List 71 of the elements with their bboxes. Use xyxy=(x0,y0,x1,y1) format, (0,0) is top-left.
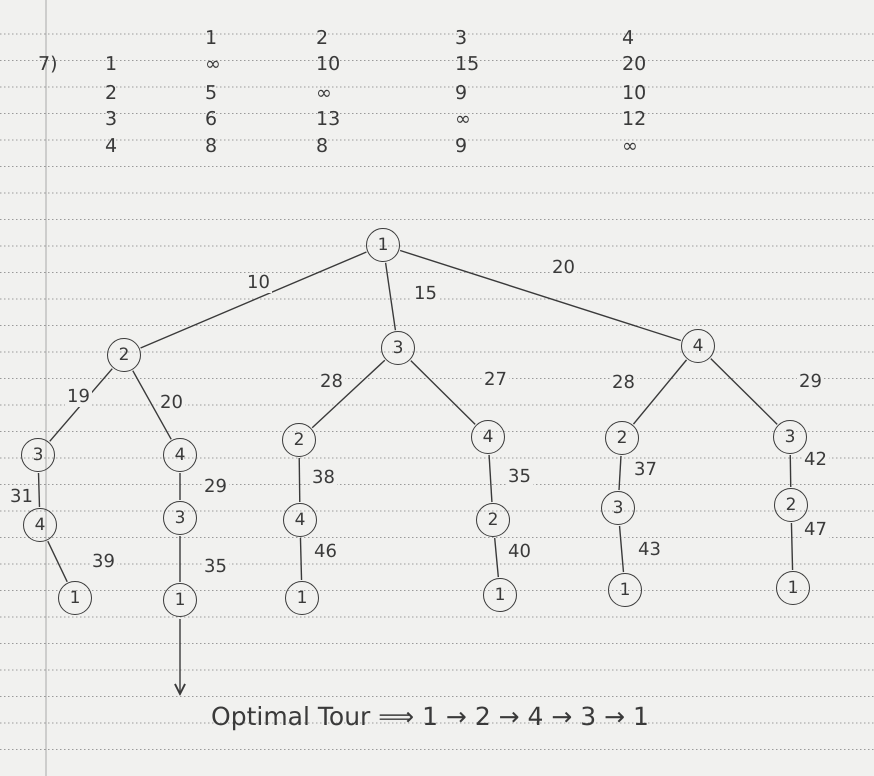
tree-node-circle: 1 xyxy=(58,581,92,615)
table-value: 5 xyxy=(205,84,218,103)
tree-node-circle: 1 xyxy=(285,581,319,615)
tree-node-circle: 3 xyxy=(381,331,415,365)
table-value: 3 xyxy=(105,110,118,129)
result-text: Optimal Tour ⟹ 1 → 2 → 4 → 3 → 1 xyxy=(110,696,750,736)
tree-edge xyxy=(384,262,396,330)
edge-label: 38 xyxy=(310,468,337,488)
table-value: 4 xyxy=(622,29,634,48)
question-number: 7) xyxy=(38,55,58,74)
table-value: 10 xyxy=(622,84,646,103)
tree-node-circle: 4 xyxy=(471,420,505,454)
tree-edge xyxy=(790,455,792,487)
edge-label: 19 xyxy=(65,387,92,407)
tree-edge xyxy=(618,456,622,490)
tree-node-circle: 3 xyxy=(163,501,197,535)
table-value: 2 xyxy=(316,29,328,48)
tree-node-circle: 2 xyxy=(282,423,316,457)
arrow xyxy=(174,619,186,695)
tree-node-circle: 4 xyxy=(283,503,317,537)
tree-node-circle: 2 xyxy=(605,421,639,455)
edge-label: 47 xyxy=(802,520,829,540)
tree-node-circle: 4 xyxy=(681,329,715,363)
table-value: 4 xyxy=(105,137,118,156)
tree-node-circle: 1 xyxy=(366,228,400,262)
tree-node-circle: 3 xyxy=(601,491,635,525)
tree-edge xyxy=(179,536,181,582)
tree-node-circle: 3 xyxy=(21,438,55,472)
table-value: 10 xyxy=(316,55,340,74)
tree-node-circle: 1 xyxy=(776,571,810,605)
table-value: 13 xyxy=(316,110,340,129)
tree-edge xyxy=(179,473,181,500)
table-value: 3 xyxy=(455,29,468,48)
table-value: ∞ xyxy=(316,84,332,103)
table-value: 1 xyxy=(105,55,118,74)
edge-label: 35 xyxy=(506,467,533,487)
table-value: 12 xyxy=(622,110,646,129)
tree-edge xyxy=(300,538,302,580)
table-value: 9 xyxy=(455,84,468,103)
tree-node-circle: 2 xyxy=(476,503,510,537)
table-value: 20 xyxy=(622,55,646,74)
tree-edge xyxy=(488,454,493,502)
table-value: ∞ xyxy=(622,137,638,156)
tree-edge xyxy=(790,522,794,570)
table-value: 2 xyxy=(105,84,118,103)
table-value: ∞ xyxy=(205,55,221,74)
tree-node-circle: 2 xyxy=(107,338,141,372)
tree-edge xyxy=(47,540,68,582)
tree-edge xyxy=(312,360,386,428)
table-value: 8 xyxy=(316,137,328,156)
tree-edge xyxy=(132,370,172,440)
tree-node-circle: 4 xyxy=(23,508,57,542)
tree-edge xyxy=(618,526,624,572)
table-value: 6 xyxy=(205,110,218,129)
table-value: 15 xyxy=(455,55,480,74)
tree-edge xyxy=(400,250,682,342)
tree-node-circle: 4 xyxy=(163,438,197,472)
tree-edge xyxy=(140,251,367,349)
tree-node-circle: 1 xyxy=(163,583,197,617)
tree-node-circle: 1 xyxy=(608,573,642,607)
table-value: ∞ xyxy=(455,110,471,129)
tree-edge xyxy=(710,358,778,425)
tree-edge xyxy=(298,458,300,502)
tree-edge xyxy=(632,359,688,425)
tree-edge xyxy=(410,360,476,425)
table-value: 8 xyxy=(205,137,218,156)
table-value: 9 xyxy=(455,137,468,156)
tree-edge xyxy=(38,472,40,508)
table-value: 1 xyxy=(205,29,218,48)
tree-edge xyxy=(494,538,500,578)
tree-node-circle: 1 xyxy=(483,578,517,612)
